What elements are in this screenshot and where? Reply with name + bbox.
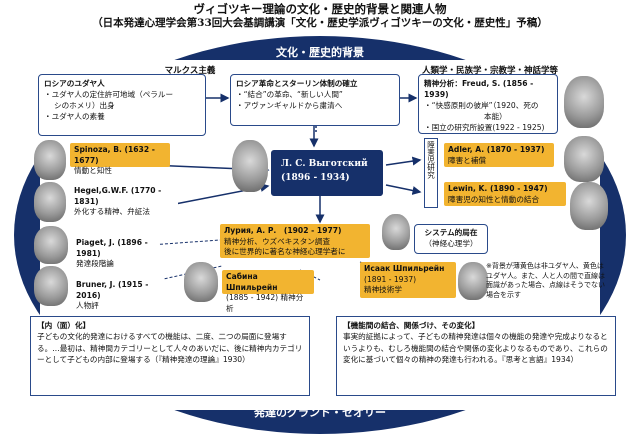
luria-line1: 精神分析、ウズベキスタン調査 — [224, 236, 331, 246]
luria-name: Лурия, А. Р. (1902 - 1977) — [224, 226, 342, 235]
lewin-box: Lewin, K. (1890 - 1947) 障害児の知性と情動の結合 — [444, 182, 566, 206]
spinoza-box: Spinoza, B. (1632 - 1677) 情動と知性 — [70, 143, 170, 175]
dotted-piaget — [149, 239, 221, 246]
revolution-head: ロシア革命とスターリン体制の確立 — [236, 79, 358, 88]
piaget-desc: 発達段階論 — [76, 259, 114, 268]
portrait-freud-icon — [564, 76, 604, 128]
disabled-children-research-label: 障害児研究 — [424, 138, 438, 208]
freud-line3: ・国立の研究所設置(1922 - 1925) — [424, 123, 545, 132]
title-line-2: （日本発達心理学会第33回大会基調講演「文化・歴史学派ヴィゴツキーの文化・歴史性… — [92, 17, 548, 29]
isaak-box: Исаак Шпильрейн (1891 - 1937) 精神技術学 — [360, 262, 456, 298]
interiorization-box: 【内（面）化】 子どもの文化的発達におけるすべての機能は、二度、二つの局面に登場… — [30, 316, 310, 396]
integration-box: 【機能間の結合、関係づけ、その変化】 事実的証拠によって、子どもの精神発達は個々… — [336, 316, 616, 396]
system-localization-box: システム的局在 （神経心理学） — [414, 224, 488, 254]
bruner-desc: 人物評 — [76, 301, 99, 310]
sabina-years: (1885 - 1942) 精神分析 — [226, 293, 304, 313]
portrait-spinoza-icon — [34, 140, 66, 180]
freud-line2: 本能） — [484, 112, 507, 121]
line-adler — [385, 156, 422, 166]
vygotsky-years: (1896 - 1934) — [281, 173, 350, 183]
russian-jews-box: ロシアのユダヤ人 ・ユダヤ人の定住許可地域（ペラルー シのホメリ）出身 ・ユダヤ… — [38, 74, 206, 136]
isaak-desc: 精神技術学 — [364, 285, 402, 294]
russian-jews-line1: ・ユダヤ人の定住許可地域（ペラルー — [44, 90, 174, 99]
adler-box: Adler, A. (1870 - 1937) 障害と補償 — [444, 143, 554, 167]
revolution-box: ロシア革命とスターリン体制の確立 ・“結合”の革命、“新しい人間” ・アヴァンギ… — [230, 74, 400, 126]
line-lewin — [385, 184, 422, 195]
portrait-piaget-icon — [34, 226, 68, 264]
title-line-1: ヴィゴツキー理論の文化・歴史的背景と関連人物 — [193, 2, 447, 16]
legend-note: ※背景が薄黄色は非ユダヤ人、黄色はユダヤ人。また、人と人の間で直線は面識があった… — [486, 262, 605, 299]
revolution-line2: ・アヴァンギャルドから粛清へ — [236, 101, 343, 110]
portrait-hegel-icon — [34, 182, 66, 222]
piaget-name: Piaget, J. (1896 - 1981) — [76, 238, 148, 258]
freud-head: 精神分析：Freud, S. (1856 - 1939) — [424, 79, 534, 99]
portrait-lewin-icon — [570, 182, 608, 230]
vbox-text: 障害児研究 — [426, 141, 436, 179]
adler-name: Adler, A. (1870 - 1937) — [448, 145, 545, 154]
interiorization-text: 子どもの文化的発達におけるすべての機能は、二度、二つの局面に登場する。…最初は、… — [37, 332, 303, 365]
lewin-name: Lewin, K. (1890 - 1947) — [448, 184, 548, 193]
marxism-label: マルクス主義 — [164, 66, 216, 76]
vygotsky-name: Л. С. Выготский — [281, 159, 368, 169]
portrait-bruner-icon — [34, 266, 68, 306]
vygotsky-box: Л. С. Выготский (1896 - 1934) — [271, 150, 383, 196]
portrait-sabina-icon — [184, 262, 218, 302]
portrait-adler-icon — [564, 136, 604, 182]
lewin-desc: 障害児の知性と情動の結合 — [448, 194, 540, 204]
humanities-label: 人類学・民族学・宗教学・神話学等 — [421, 66, 558, 76]
bruner-name: Bruner, J. (1915 - 2016) — [76, 280, 149, 300]
hegel-desc: 外化する精神、弁証法 — [74, 207, 150, 216]
sabina-name: Сабина Шпильрейн — [226, 272, 278, 292]
revolution-line1: ・“結合”の革命、“新しい人間” — [236, 90, 343, 99]
freud-box: 精神分析：Freud, S. (1856 - 1939) ・“快感原則の彼岸”（… — [418, 74, 558, 134]
interiorization-head: 【内（面）化】 — [37, 321, 91, 330]
system-line1: システム的局在 — [424, 228, 478, 237]
hegel-box: Hegel,G.W.F. (1770 - 1831) 外化する精神、弁証法 — [70, 184, 178, 216]
isaak-name: Исаак Шпильрейн — [364, 264, 445, 273]
integration-text: 事実的証拠によって、子どもの精神発達は個々の機能の発達や完成よりなるというよりも… — [343, 332, 608, 365]
integration-head: 【機能間の結合、関係づけ、その変化】 — [343, 321, 480, 330]
luria-box: Лурия, А. Р. (1902 - 1977) 精神分析、ウズベキスタン調… — [220, 224, 370, 258]
adler-desc: 障害と補償 — [448, 155, 486, 165]
bottom-band-label: 発達のグランド・セオリー — [254, 406, 386, 419]
russian-jews-line3: ・ユダヤ人の素養 — [44, 112, 105, 121]
isaak-years: (1891 - 1937) — [364, 274, 417, 284]
bruner-box: Bruner, J. (1915 - 2016) 人物評 — [72, 278, 164, 310]
russian-jews-line2: シのホメリ）出身 — [54, 101, 115, 110]
hegel-name: Hegel,G.W.F. (1770 - 1831) — [74, 186, 162, 206]
system-line2: （神経心理学） — [424, 239, 478, 248]
piaget-box: Piaget, J. (1896 - 1981) 発達段階論 — [72, 236, 158, 268]
spinoza-desc: 情動と知性 — [74, 166, 112, 175]
portrait-vygotsky-icon — [232, 140, 268, 192]
spinoza-name: Spinoza, B. (1632 - 1677) — [74, 145, 155, 165]
portrait-luria-icon — [382, 214, 410, 250]
portrait-isaak-icon — [458, 262, 488, 300]
russian-jews-head: ロシアのユダヤ人 — [44, 79, 105, 88]
sabina-box: Сабина Шпильрейн (1885 - 1942) 精神分析 — [222, 270, 314, 313]
freud-line1: ・“快感原則の彼岸”（1920、死の — [424, 101, 539, 110]
luria-line2: 後に世界的に著名な神経心理学者に — [224, 247, 346, 256]
top-band-label: 文化・歴史的背景 — [276, 46, 364, 59]
